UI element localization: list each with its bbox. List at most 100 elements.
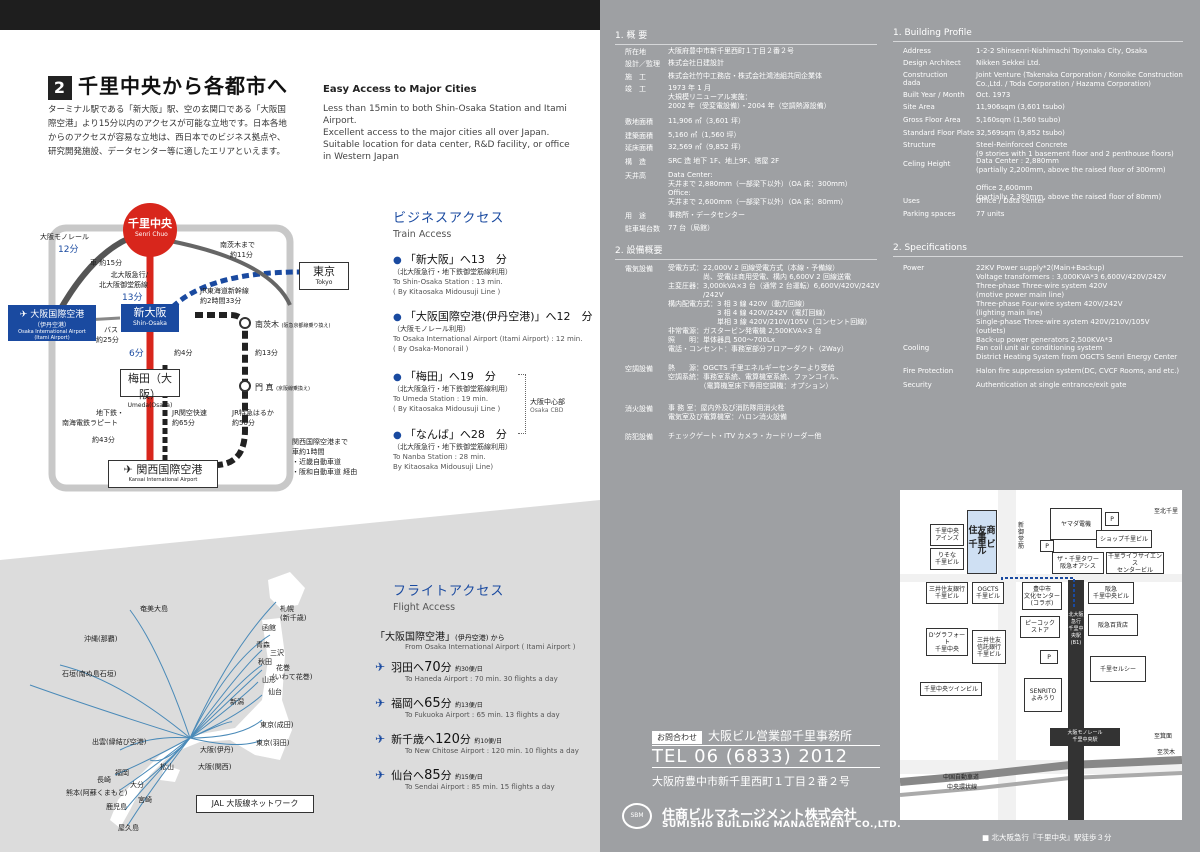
top-dark-band — [0, 0, 600, 30]
japan-flight-map — [29, 572, 305, 828]
nankai-time: 約43分 — [92, 436, 115, 444]
phone-number[interactable]: TEL 06 (6833) 2012 — [652, 745, 880, 768]
ov-key: 建築面積 — [625, 132, 653, 140]
pf-val: Oct. 1973 — [976, 91, 1011, 99]
shin-osaka-label: 新大阪 — [133, 306, 167, 319]
pf-val: Office / Data center — [976, 197, 1045, 205]
easy-access-text: Less than 15min to both Shin-Osaka Stati… — [323, 104, 570, 162]
pf-val: Nikken Sekkei Ltd. — [976, 59, 1041, 67]
map-parking-icon: P — [1040, 540, 1054, 552]
business-access-en: Train Access — [393, 229, 452, 240]
map-ogcts: OGCTS 千里ビル — [972, 582, 1004, 604]
map-station-b1: 北大阪急行 千里中央駅 (B1) — [1068, 608, 1084, 650]
map-bunka-center: 豊中市 文化センター (コラボ) — [1022, 582, 1062, 610]
city-hanamaki-sub: (いわて花巻) — [272, 673, 313, 681]
kansai-box: ✈ 関西国際空港 Kansai International Airport — [108, 460, 218, 488]
map-smbc: 三井住友銀行 千里ビル — [926, 582, 968, 604]
diagonal-divider — [0, 500, 600, 570]
kitaosaka-time: 13分 — [122, 293, 143, 303]
ov-key: 施 工 — [625, 73, 646, 81]
flight-access-en: Flight Access — [393, 602, 456, 613]
plane-icon: ✈ — [375, 660, 386, 674]
umeda-shinosaka-time: 6分 — [129, 349, 144, 359]
city-sendai: 仙台 — [268, 688, 282, 696]
sp-val: Authentication at single entrance/exit g… — [976, 381, 1127, 389]
kansai-label: ✈ 関西国際空港 — [123, 463, 203, 476]
sp-key: Cooling — [903, 344, 930, 352]
city-okinawa: 沖縄(那覇) — [84, 635, 118, 643]
pf-key: Standard Floor Plate — [903, 129, 975, 137]
kadoma-time: 約13分 — [255, 349, 278, 357]
ov-val: Data Center: 天井まで 2,880mm（一部梁下以外）（OA 床：3… — [668, 171, 852, 206]
bus-time: 約25分 — [96, 336, 119, 344]
map-monorail-station: 大阪モノレール 千里中央駅 — [1050, 728, 1120, 746]
kix-car-2: 車約1時間 — [292, 448, 325, 456]
city-matsuyama: 松山 — [160, 763, 174, 771]
city-ishigaki: 石垣(南ぬ島石垣) — [62, 670, 117, 678]
monorail-time: 12分 — [58, 245, 79, 255]
map-chugoku-road: 中国自動車道 — [942, 773, 979, 781]
tokyo-label: 東京 — [313, 265, 335, 278]
sp-key: Security — [903, 381, 932, 389]
kitaosaka-label: 北大阪急行/ 北大阪御堂筋線 — [99, 271, 148, 289]
company-name-en: SUMISHO BUILDING MANAGEMENT CO.,LTD. — [662, 820, 902, 830]
map-dgrafort: D'グラフォート 千里中央 — [926, 628, 968, 656]
umeda-box: 梅田（大阪） Umeda(Osaka) — [120, 369, 180, 409]
ov-val: 77 台（局館） — [668, 224, 715, 232]
map-shop-senri: ショップ千里ビル — [1096, 530, 1152, 548]
minamiibaraki-dot — [239, 317, 251, 329]
ov-val: 大阪府豊中市新千里西町１丁目２番２号 — [668, 47, 794, 55]
map-twin-bldg: 千里中央ツインビル — [920, 682, 982, 696]
city-akita: 秋田 — [258, 658, 272, 666]
ov-val: 事務所・データセンター — [668, 211, 745, 219]
ov-key: 敷地面積 — [625, 118, 653, 126]
cbd-en: Osaka CBD — [530, 407, 564, 414]
eq-key: 防犯設備 — [625, 433, 653, 441]
plane-icon: ✈ — [375, 732, 386, 746]
map-ainz: 千里中央 アインズ — [930, 524, 964, 546]
pf-key: Construction dada — [903, 71, 948, 87]
kadoma-station: 門 真 (京阪線乗換え) — [255, 383, 310, 392]
eq-val: 熱 源：OGCTS 千里エネルギーセンターより受給 空調系統：事務室系統、電算機… — [668, 364, 843, 390]
itami-box: ✈ 大阪国際空港 （伊丹空港） Osaka International Airp… — [8, 305, 96, 341]
pf-val: 11,906sqm (3,601 tsubo) — [976, 103, 1065, 111]
pf-key: Structure — [903, 141, 936, 149]
city-miyazaki: 宮崎 — [138, 796, 152, 804]
ov-key: 所在地 — [625, 48, 646, 56]
city-sapporo-sub: (新千歳) — [280, 614, 307, 622]
sp-val: 22KV Power supply*2(Main+Backup) Voltage… — [976, 264, 1167, 344]
map-parking-icon: P — [1040, 650, 1058, 664]
pf-key: Uses — [903, 197, 920, 205]
kansai-en: Kansai International Airport — [128, 477, 198, 483]
pf-val: Data Center : 2,880mm (partially 2,200mm… — [976, 157, 1166, 201]
city-kansai: 大阪(関西) — [198, 763, 232, 771]
pf-key: Celing Height — [903, 160, 951, 168]
jr-tokkyu-line — [195, 312, 248, 468]
senri-minamiibaraki-line — [164, 238, 292, 306]
umeda-walk-time: 約4分 — [174, 349, 193, 357]
jr-rapid-time: 約65分 — [172, 419, 195, 427]
business-access-title: ビジネスアクセス — [393, 211, 505, 226]
city-niigata: 新潟 — [230, 698, 244, 706]
kix-car-1: 関西国際空港まで — [292, 438, 348, 446]
flight-access-title: フライトアクセス — [393, 584, 505, 599]
map-parking-icon: P — [1105, 512, 1119, 526]
nankai-label: 南海電鉄ラピート — [62, 419, 118, 427]
eq-key: 電気設備 — [625, 265, 653, 273]
plane-icon: ✈ — [375, 768, 386, 782]
section-title: 千里中央から各都市へ — [78, 74, 288, 98]
eq-key: 消火設備 — [625, 405, 653, 413]
plane-icon: ✈ — [123, 463, 137, 476]
jal-network-label: JAL 大阪線ネットワーク — [196, 795, 314, 813]
map-the-senri: ザ・千里タワー 阪急オアシス — [1052, 552, 1104, 574]
eq-val: 事 務 室：屋内外及び消防隊用消火栓 電気室及び電算機室：ハロン消火設備 — [668, 404, 787, 421]
car-time: 車 約15分 — [90, 259, 123, 267]
company-name: 住商ビルマネージメント株式会社 — [662, 808, 857, 823]
ov-val: 1973 年 1 月 大規模リニューアル実施： 2002 年（受変電設備）・20… — [668, 84, 831, 110]
haruka-time: 約50分 — [232, 419, 255, 427]
senri-chuo-label: 千里中央 — [128, 217, 172, 230]
itami-label: 大阪国際空港 — [30, 310, 85, 320]
